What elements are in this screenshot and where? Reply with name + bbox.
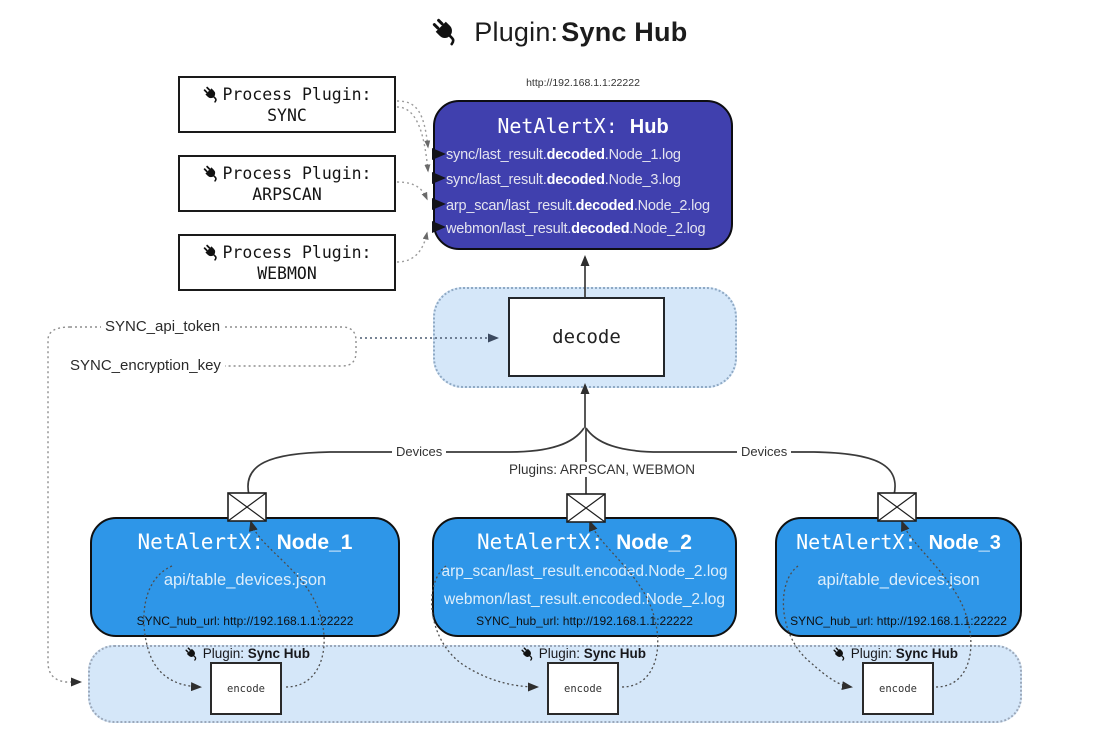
plug-icon (202, 164, 221, 182)
node-hub-url: SYNC_hub_url: http://192.168.1.1:22222 (790, 614, 1007, 628)
node-title: NetAlertX: Node_1 (137, 530, 353, 554)
hub-log-row: arp_scan/last_result.decoded.Node_2.log (446, 198, 710, 214)
node-3-box: NetAlertX: Node_3 api/table_devices.json… (775, 517, 1022, 637)
hub-name: Hub (629, 116, 669, 138)
node-file: api/table_devices.json (817, 571, 980, 589)
devices-right-label: Devices (737, 444, 792, 459)
process-plugin-arpscan-box: Process Plugin: ARPSCAN (178, 155, 396, 212)
plugins-middle-label: Plugins: ARPSCAN, WEBMON (505, 462, 700, 477)
band-plugin-label: Plugin: Sync Hub (182, 646, 312, 661)
process-plugin-name: ARPSCAN (252, 184, 322, 204)
sync-encryption-key-label: SYNC_encryption_key (66, 357, 225, 374)
page-title: Plugin:Sync Hub (0, 16, 1117, 48)
title-name: Sync Hub (561, 17, 688, 47)
title-prefix: Plugin: (474, 17, 559, 47)
node-hub-url: SYNC_hub_url: http://192.168.1.1:22222 (136, 614, 354, 628)
hub-log-row: sync/last_result.decoded.Node_3.log (446, 172, 681, 188)
node-file: arp_scan/last_result.encoded.Node_2.log (441, 563, 728, 580)
band-plugin-label: Plugin: Sync Hub (830, 646, 960, 661)
devices-left-label: Devices (392, 444, 447, 459)
band-plugin-label: Plugin: Sync Hub (518, 646, 648, 661)
hub-title: NetAlertX: Hub (435, 114, 731, 139)
node-file: api/table_devices.json (163, 571, 327, 589)
encode-box: encode (547, 662, 619, 715)
plug-icon (519, 646, 535, 661)
hub-name-prefix: NetAlertX: (497, 114, 630, 138)
hub-url-label: http://192.168.1.1:22222 (526, 77, 640, 89)
plug-icon (202, 243, 221, 261)
encode-box: encode (210, 662, 282, 715)
process-plugin-label: Process Plugin: (222, 242, 372, 262)
node-2-box: NetAlertX: Node_2 arp_scan/last_result.e… (432, 517, 737, 637)
process-plugin-heading: Process Plugin: (202, 163, 372, 183)
node-file: webmon/last_result.encoded.Node_2.log (444, 591, 725, 608)
process-plugin-label: Process Plugin: (222, 84, 372, 104)
decode-box: decode (508, 297, 665, 377)
plug-icon (429, 16, 460, 46)
plug-icon (183, 646, 199, 661)
plug-icon (831, 646, 847, 661)
process-plugin-name: WEBMON (257, 263, 317, 283)
hub-box: NetAlertX: Hub sync/last_result.decoded.… (433, 100, 733, 250)
plug-icon (202, 85, 221, 103)
node-title: NetAlertX: Node_2 (477, 530, 692, 554)
encode-box: encode (862, 662, 934, 715)
process-plugin-heading: Process Plugin: (202, 242, 372, 262)
node-hub-url: SYNC_hub_url: http://192.168.1.1:22222 (476, 614, 693, 628)
process-plugin-heading: Process Plugin: (202, 84, 372, 104)
plugin-to-hub-connectors (396, 100, 431, 263)
process-plugin-webmon-box: Process Plugin: WEBMON (178, 234, 396, 291)
node-1-box: NetAlertX: Node_1 api/table_devices.json… (90, 517, 400, 637)
sync-api-token-label: SYNC_api_token (101, 318, 225, 335)
process-plugin-label: Process Plugin: (222, 163, 372, 183)
process-plugin-sync-box: Process Plugin: SYNC (178, 76, 396, 133)
process-plugin-name: SYNC (267, 105, 307, 125)
node-title: NetAlertX: Node_3 (796, 530, 1001, 554)
hub-log-row: sync/last_result.decoded.Node_1.log (446, 147, 681, 163)
hub-log-row: webmon/last_result.decoded.Node_2.log (446, 221, 706, 237)
